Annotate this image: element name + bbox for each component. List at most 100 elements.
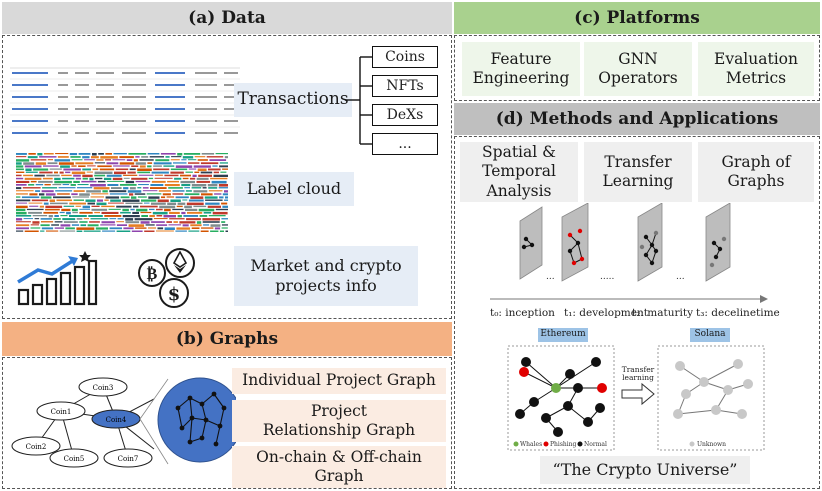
cloud-word [173,162,187,164]
cloud-word [126,159,133,161]
cloud-word [111,187,122,189]
cloud-word [105,159,111,161]
cloud-word [103,177,112,180]
legend-unknown: Unknown [697,441,726,448]
cloud-word [82,168,91,171]
cloud-word [66,211,71,215]
graphs-header: (b) Graphs [2,322,452,356]
cloud-word [87,165,96,167]
cloud-word [16,202,28,204]
cloud-word [188,230,200,232]
node-label-coin4: Coin4 [106,416,127,424]
cloud-word [28,211,42,214]
cloud-word [185,190,192,192]
cloud-word [179,221,196,224]
cloud-word [210,177,228,180]
cloud-word [166,196,175,198]
cloud-word [16,193,28,195]
stage-maturity: t₂: maturity [632,307,694,319]
cloud-word [156,230,174,232]
cloud-word [42,187,58,189]
cloud-word [193,205,207,208]
methods-panel [454,136,820,489]
cloud-word [181,184,191,187]
cloud-word [102,230,116,232]
cloud-word [71,193,78,196]
cloud-word [210,224,221,227]
cloud-word [139,159,154,161]
cloud-word [79,211,93,214]
cloud-word [39,156,57,158]
cloud-word [128,153,147,155]
feature-engineering-box: Feature Engineering [462,42,580,96]
cloud-word [219,196,224,199]
cloud-word [214,227,221,230]
cloud-word [76,218,83,220]
cloud-word [145,224,155,226]
cloud-word [170,168,188,171]
cloud-word [200,230,209,232]
cloud-word [16,190,34,192]
cloud-word [203,224,210,226]
cloud-word [188,159,197,161]
cloud-word [60,215,68,217]
cloud-word [188,168,197,170]
cloud-word [35,190,41,192]
cloud-word [54,227,64,229]
cloud-word [16,159,30,162]
cloud-word [108,208,121,210]
label-cloud-image [16,153,228,232]
cloud-word [29,193,38,196]
cloud-word [191,187,202,189]
cloud-word [112,177,123,181]
cloud-word [40,196,52,199]
cloud-word [175,230,187,232]
cloud-word [224,199,228,201]
ethereum-label: Ethereum [540,329,586,340]
cloud-word [133,159,138,162]
cloud-word [116,205,132,208]
cloud-word [43,202,49,205]
cloud-word [157,227,164,230]
cloud-word [84,159,95,161]
cloud-word [16,211,27,215]
cloud-word [160,153,176,155]
cloud-word [149,208,155,211]
cloud-word [123,187,129,190]
dexs-box: DeXs [372,104,438,126]
cloud-word [207,184,218,187]
cloud-word [54,177,61,181]
cloud-word [120,196,130,199]
cloud-word [170,171,184,174]
cloud-word [224,190,228,193]
cloud-word [138,184,149,186]
cloud-word [54,159,71,162]
cloud-word [135,180,151,183]
cloud-word [79,208,91,210]
cloud-word [16,187,22,190]
cloud-word [42,177,53,180]
cloud-word [28,153,36,155]
cloud-word [49,199,55,202]
cloud-word [88,215,103,217]
cloud-word [53,196,71,199]
cloud-word [62,184,70,186]
cloud-word [122,208,129,212]
cloud-word [208,190,223,192]
individual-project-graph-label: Individual Project Graph [242,371,436,390]
cloud-word [47,159,53,161]
cloud-word [197,159,208,161]
cloud-word [186,218,201,221]
nfts-label: NFTs [386,78,424,94]
cloud-word [206,156,224,158]
cloud-word [175,165,193,168]
cloud-word [210,230,219,232]
cloud-word [91,205,100,207]
data-title: (a) Data [188,8,266,28]
cloud-word [82,205,90,209]
cloud-word [173,221,178,223]
cloud-word [141,199,157,202]
cloud-word [174,177,182,180]
ethereum-graph: Whales Phishing Normal [507,345,615,451]
cloud-word [114,171,126,175]
